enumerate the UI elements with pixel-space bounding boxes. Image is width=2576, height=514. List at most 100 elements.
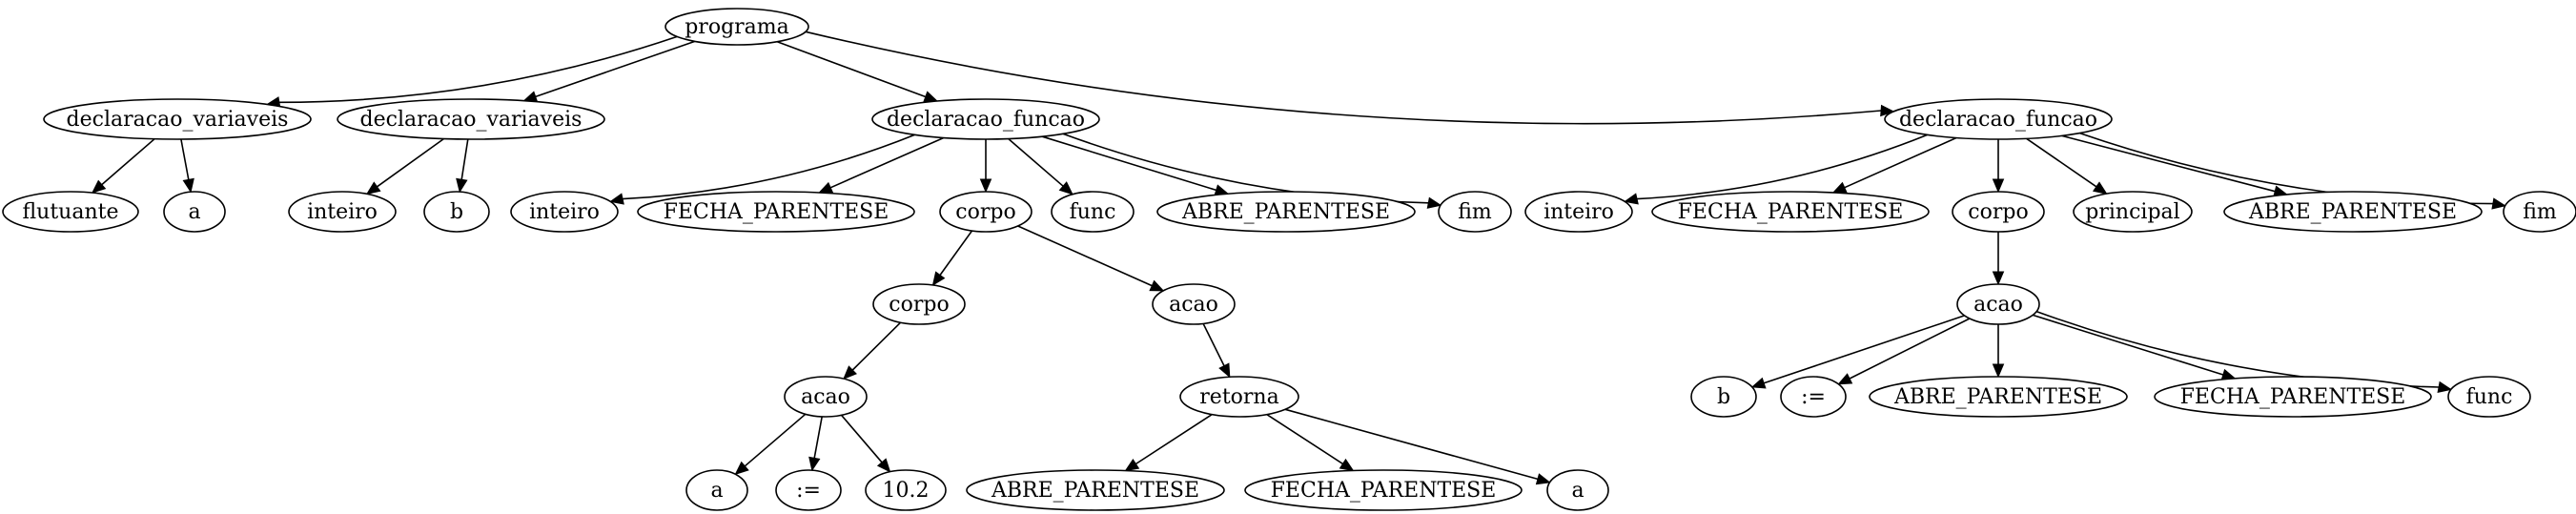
arrowhead-icon xyxy=(1124,458,1140,472)
node-ellipse xyxy=(784,376,868,418)
edge-line xyxy=(1017,225,1153,287)
tree-node-n8: inteiro xyxy=(510,191,619,233)
arrowhead-icon xyxy=(1992,363,2005,379)
tree-node-n13: fim xyxy=(1438,191,1512,233)
tree-edge-n14-n16 xyxy=(843,321,902,380)
tree-edge-n7-n8 xyxy=(609,134,915,205)
node-label: a xyxy=(710,479,723,503)
edge-line xyxy=(2061,134,2276,193)
node-label: inteiro xyxy=(307,200,378,224)
tree-edge-n1-n3 xyxy=(180,138,194,194)
arrowhead-icon xyxy=(609,193,624,205)
edge-line xyxy=(2035,310,2440,388)
tree-edge-n24-n29 xyxy=(2061,134,2289,197)
node-ellipse xyxy=(43,98,312,140)
edge-line xyxy=(1844,136,1957,189)
node-ellipse xyxy=(939,191,1032,233)
node-label: ABRE_PARENTESE xyxy=(1181,200,1390,224)
node-label: 10.2 xyxy=(883,479,930,503)
tree-edge-n20-n21 xyxy=(1124,413,1213,472)
node-ellipse xyxy=(664,8,809,46)
node-label: ABRE_PARENTESE xyxy=(2248,200,2457,224)
tree-edge-n20-n22 xyxy=(1266,413,1355,472)
tree-node-n28: principal xyxy=(2073,191,2193,233)
tree-edge-n10-n14 xyxy=(931,230,973,287)
tree-node-n10: corpo xyxy=(939,191,1032,233)
node-label: ABRE_PARENTESE xyxy=(1893,385,2102,409)
arrowhead-icon xyxy=(843,365,857,380)
node-ellipse xyxy=(1651,191,1930,233)
tree-node-n26: FECHA_PARENTESE xyxy=(1651,191,1930,233)
node-ellipse xyxy=(1244,469,1523,511)
tree-node-n2: flutuante xyxy=(2,191,139,233)
tree-node-n20: retorna xyxy=(1179,376,1299,418)
arrowhead-icon xyxy=(2491,197,2506,210)
arrowhead-icon xyxy=(2092,181,2108,195)
arrowhead-icon xyxy=(931,271,946,287)
edge-layer xyxy=(91,31,2506,485)
edge-line xyxy=(776,40,927,98)
tree-node-n23: a xyxy=(1546,469,1609,511)
tree-node-n7: declaracao_funcao xyxy=(871,98,1100,140)
arrowhead-icon xyxy=(1831,181,1848,194)
tree-node-n30: fim xyxy=(2503,191,2576,233)
node-label: b xyxy=(450,200,463,224)
node-label: inteiro xyxy=(529,200,600,224)
edge-line xyxy=(1202,323,1225,366)
arrowhead-icon xyxy=(1426,196,1442,209)
edge-line xyxy=(744,413,807,467)
node-label: acao xyxy=(801,385,850,409)
tree-node-n11: func xyxy=(1051,191,1135,233)
tree-node-n29: ABRE_PARENTESE xyxy=(2223,191,2483,233)
tree-edge-n0-n24 xyxy=(805,31,1895,125)
tree-edge-n1-n2 xyxy=(91,138,155,194)
node-label: FECHA_PARENTESE xyxy=(664,200,889,224)
node-label: FECHA_PARENTESE xyxy=(2180,385,2406,409)
node-ellipse xyxy=(1956,283,2040,325)
edge-line xyxy=(180,138,190,180)
node-label: corpo xyxy=(955,200,1015,224)
node-ellipse xyxy=(1546,469,1609,511)
tree-node-n1: declaracao_variaveis xyxy=(43,98,312,140)
arrowhead-icon xyxy=(1218,362,1231,379)
node-ellipse xyxy=(865,469,947,511)
edge-line xyxy=(2026,137,2097,188)
tree-edge-n24-n28 xyxy=(2026,137,2108,195)
node-label: programa xyxy=(685,15,789,39)
edge-line xyxy=(535,40,696,98)
node-ellipse xyxy=(871,98,1100,140)
node-label: declaracao_variaveis xyxy=(360,108,583,132)
node-ellipse xyxy=(2154,376,2432,418)
node-ellipse xyxy=(1780,376,1847,418)
node-label: a xyxy=(1571,479,1584,503)
edge-line xyxy=(851,321,902,371)
arrowhead-icon xyxy=(365,181,381,195)
node-label: FECHA_PARENTESE xyxy=(1271,479,1497,503)
node-label: b xyxy=(1717,385,1730,409)
arrowhead-icon xyxy=(1339,458,1355,472)
node-label: acao xyxy=(1973,293,2023,317)
tree-node-n31: acao xyxy=(1956,283,2040,325)
tree-edge-n31-n33 xyxy=(1837,318,1971,385)
edge-line xyxy=(1849,318,1971,380)
node-ellipse xyxy=(2223,191,2483,233)
arrowhead-icon xyxy=(1624,193,1639,205)
node-label: fim xyxy=(2523,200,2557,224)
node-ellipse xyxy=(1884,98,2113,140)
node-label: declaracao_funcao xyxy=(1899,108,2097,132)
arrowhead-icon xyxy=(979,178,992,194)
node-ellipse xyxy=(1869,376,2128,418)
arrowhead-icon xyxy=(182,177,194,194)
node-ellipse xyxy=(2073,191,2193,233)
tree-node-n14: corpo xyxy=(872,283,966,325)
edge-line xyxy=(829,136,945,189)
node-label: := xyxy=(1801,385,1826,409)
node-label: retorna xyxy=(1199,385,1278,409)
node-ellipse xyxy=(288,191,397,233)
edge-line xyxy=(813,416,823,459)
tree-edge-n15-n20 xyxy=(1202,323,1231,379)
node-ellipse xyxy=(337,98,605,140)
arrowhead-icon xyxy=(1992,178,2005,194)
node-layer: programa declaracao_variaveis flutuante a de… xyxy=(2,8,2576,511)
arrowhead-icon xyxy=(1837,373,1853,385)
